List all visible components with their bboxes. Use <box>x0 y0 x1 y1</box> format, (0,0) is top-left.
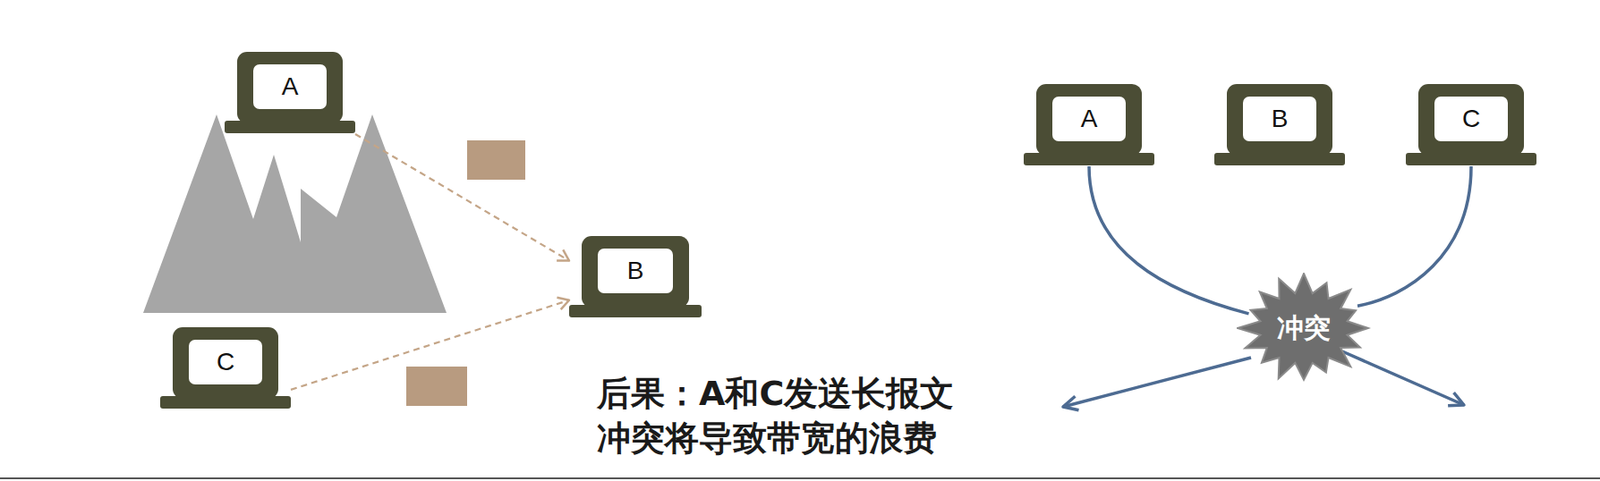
scatter-arrow <box>1342 351 1464 406</box>
laptop-node: B <box>569 236 702 319</box>
host-label: B <box>627 256 645 286</box>
laptop-node: A <box>1023 84 1155 167</box>
laptop-node: C <box>160 327 291 410</box>
host-label: C <box>216 348 235 377</box>
host-label: C <box>1462 104 1481 134</box>
collision-label: 冲突 <box>1276 310 1331 348</box>
mountain <box>143 114 447 314</box>
scatter-arrow <box>1063 357 1252 408</box>
signal-curve <box>1089 166 1250 315</box>
consequence-note: 后果：A和C发送长报文 冲突将导致带宽的浪费 <box>596 371 1000 461</box>
host-label: A <box>1080 104 1098 134</box>
packet <box>406 366 468 407</box>
transmission-arrow <box>290 300 570 391</box>
laptop-node: B <box>1214 84 1345 167</box>
laptop-node: A <box>224 51 356 135</box>
signal-curve <box>1357 166 1472 307</box>
transmission-arrow <box>355 134 570 262</box>
packet <box>467 140 526 180</box>
bottom-rule <box>0 477 1600 480</box>
laptop-node: C <box>1405 84 1537 167</box>
host-label: A <box>281 72 299 102</box>
host-label: B <box>1271 104 1289 134</box>
collision-node: 冲突 <box>1236 272 1371 384</box>
note-block: 后果：A和C发送长报文 冲突将导致带宽的浪费 <box>596 371 1000 461</box>
